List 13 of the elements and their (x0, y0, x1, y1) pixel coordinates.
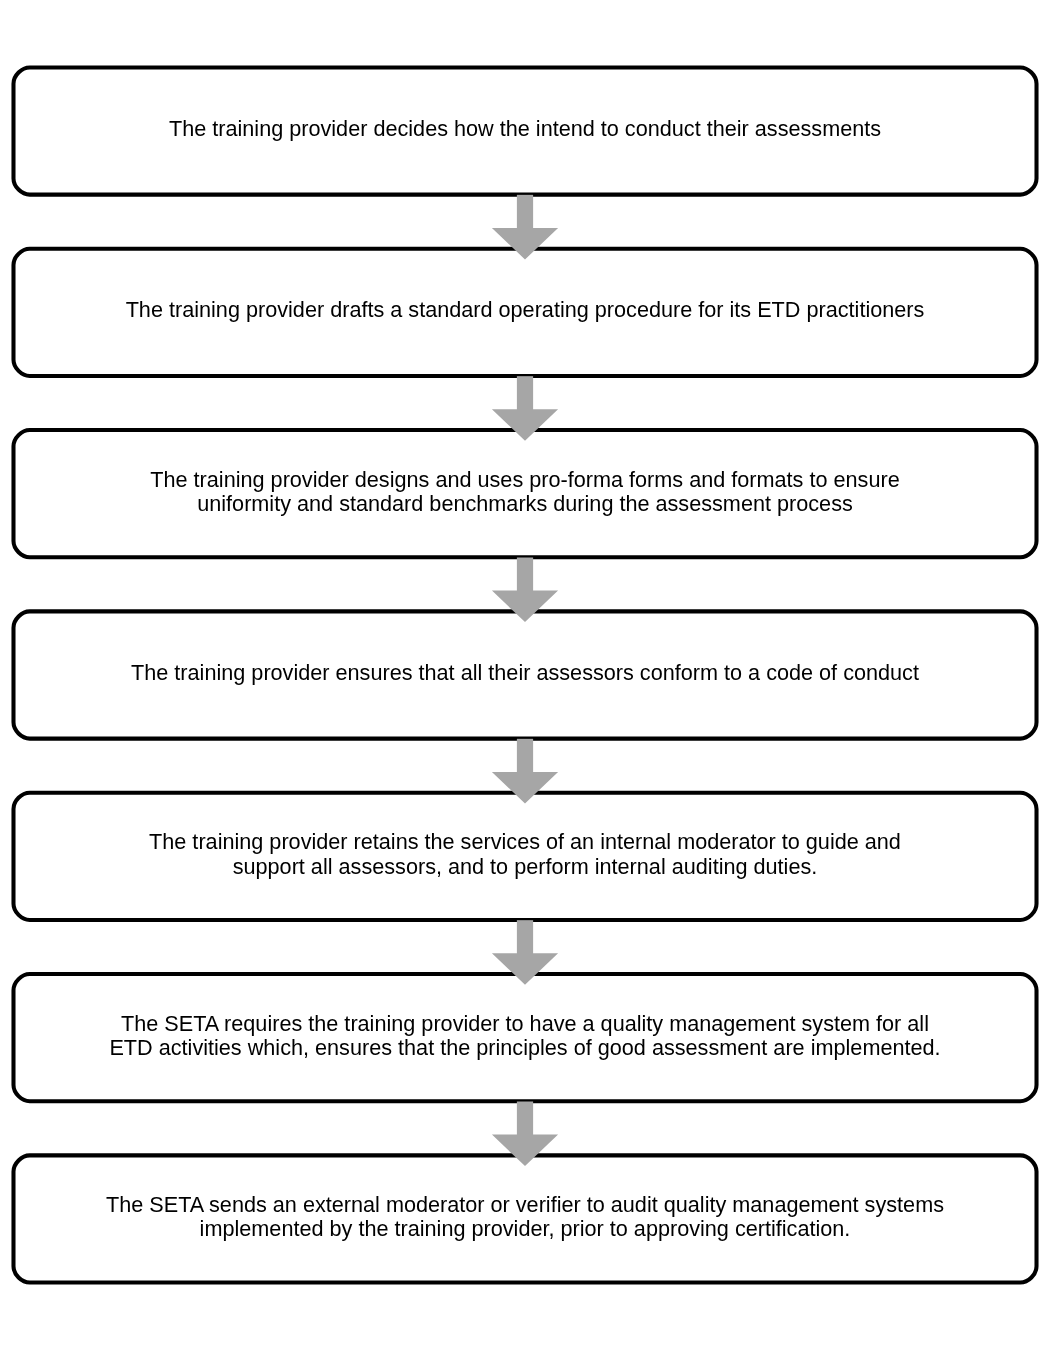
node-box: The SETA sends an external moderator or verifier to audit quality management systems implemented by the training provider, prior to approving certification. (11, 1152, 1039, 1285)
arrow (491, 738, 559, 803)
arrow (491, 194, 559, 259)
node-box: The training provider drafts a standard operating procedure for its ETD practitioners (11, 246, 1039, 378)
arrow (491, 1101, 559, 1166)
node-box: The training provider designs and uses pro-forma forms and formats to ensure uniformity and standard benchmarks during the assessment process (11, 427, 1039, 559)
node-box: The training provider ensures that all their assessors conform to a code of conduct (11, 608, 1039, 741)
node-box: The training provider retains the services of an internal moderator to guide and support all assessors, and to perform internal auditing duties. (11, 790, 1039, 922)
node-box: The training provider decides how the intend to conduct their assessments (11, 64, 1039, 197)
arrow (491, 919, 559, 985)
arrow (491, 557, 559, 622)
arrow (491, 375, 559, 441)
node-box: The SETA requires the training provider to have a quality management system for all ETD activities which, ensures that the principles of good assessment are implemented. (11, 971, 1039, 1103)
